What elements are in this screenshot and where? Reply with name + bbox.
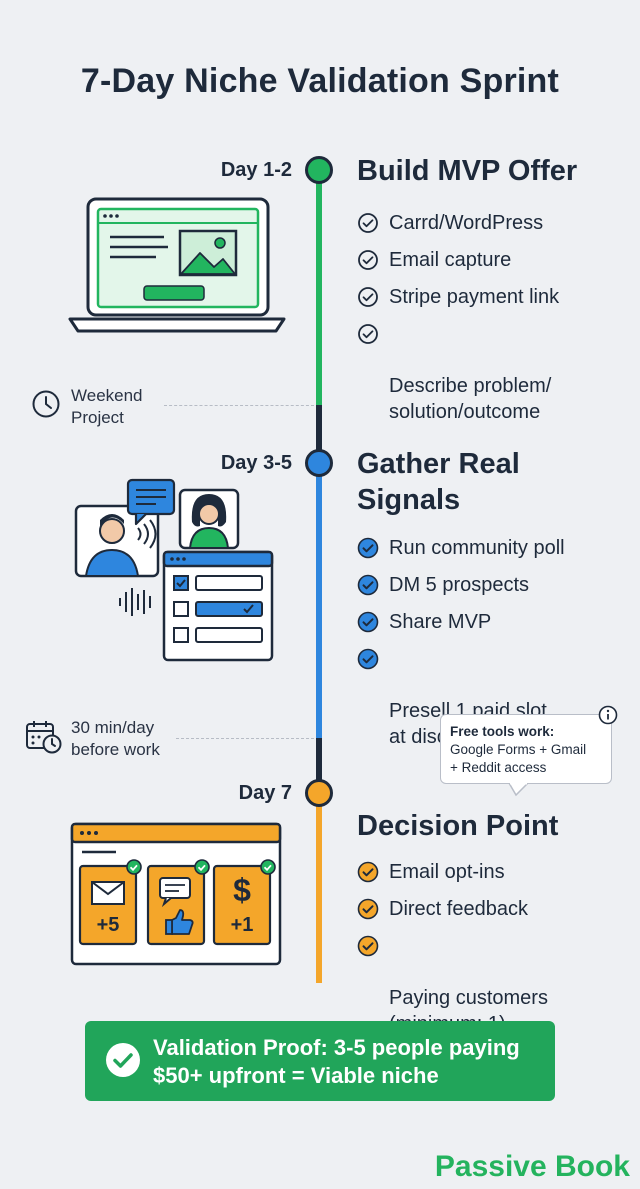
checklist-item: Stripe payment link [357,284,627,310]
dollar-icon: $ [233,872,251,908]
checklist-item: Carrd/WordPress [357,210,627,236]
section-title-gather-signals: Gather Real Signals [357,448,520,516]
check-circle-filled-icon [357,574,379,596]
check-circle-filled-icon [357,648,379,670]
checklist-item-label: Share MVP [389,611,492,633]
checklist-item-label: Email opt-ins [389,861,505,883]
checklist-item-label: Email capture [389,249,512,271]
checklist-item-label: Carrd/WordPress [389,212,544,234]
banner-text: Validation Proof: 3-5 people paying $50+… [153,1035,520,1088]
checklist-item: Run community poll [357,535,627,561]
tooltip-text: Google Forms + Gmail + Reddit access [450,742,587,775]
checklist-item: Describe problem/ solution/outcome [357,321,627,425]
check-circle-filled-icon [357,861,379,883]
day-label-1: Day 1-2 [220,159,292,181]
note-connector [164,405,314,406]
check-circle-outline-icon [358,250,378,270]
dashboard-metrics-icon [70,822,282,966]
note-connector [176,738,314,739]
checklist-item: Direct feedback [357,896,627,922]
timeline-node-day-1-2 [305,156,333,184]
check-circle-filled-icon [357,611,379,633]
timeline-segment-dark [316,405,322,463]
checklist-item-label: Direct feedback [389,898,528,920]
page-title: 7-Day Niche Validation Sprint [80,62,560,100]
timeline-segment-dark-2 [316,738,322,793]
check-circle-outline-icon [358,213,378,233]
validation-proof-banner: Validation Proof: 3-5 people paying $50+… [85,1021,555,1101]
checklist-item: Share MVP [357,609,627,635]
check-circle-filled-icon [357,898,379,920]
tooltip-tail [508,783,529,797]
section-title-decision-point: Decision Point [357,810,559,842]
checklist-item-label: DM 5 prospects [389,574,530,596]
checklist-item-label: Stripe payment link [389,286,560,308]
checklist-item: Email opt-ins [357,859,627,885]
metric-value-paying: +1 [230,914,254,936]
timeline-node-day-7 [305,779,333,807]
timeline-segment-blue [316,463,322,738]
check-circle-icon [106,1043,140,1077]
section-title-build-mvp: Build MVP Offer [357,155,578,187]
calendar-clock-icon [26,721,62,754]
check-circle-filled-icon [357,537,379,559]
clock-icon [32,390,60,418]
checklist-item-label: Run community poll [389,537,565,559]
tooltip-heading: Free tools work: [450,724,555,739]
brand-logo: Passive Book [434,1150,630,1183]
free-tools-tooltip: Free tools work: Google Forms + Gmail + … [440,714,612,784]
note-30-min-per-day: 30 min/day before work [71,718,160,759]
day-label-2: Day 3-5 [220,452,292,474]
checklist-item: Email capture [357,247,627,273]
laptop-landing-page-icon [68,197,286,333]
check-circle-outline-icon [358,324,378,344]
check-circle-filled-icon [357,935,379,957]
checklist-item: DM 5 prospects [357,572,627,598]
info-icon[interactable] [598,705,618,725]
check-circle-outline-icon [358,287,378,307]
timeline-segment-orange [316,793,322,983]
day-label-3: Day 7 [238,782,292,804]
timeline-node-day-3-5 [305,449,333,477]
checklist-item-label: Describe problem/ solution/outcome [389,375,552,423]
metric-value-opt-ins: +5 [96,914,120,936]
note-weekend-project: Weekend Project [71,386,143,427]
timeline-segment-green [316,180,322,405]
video-call-survey-icon [74,478,274,662]
